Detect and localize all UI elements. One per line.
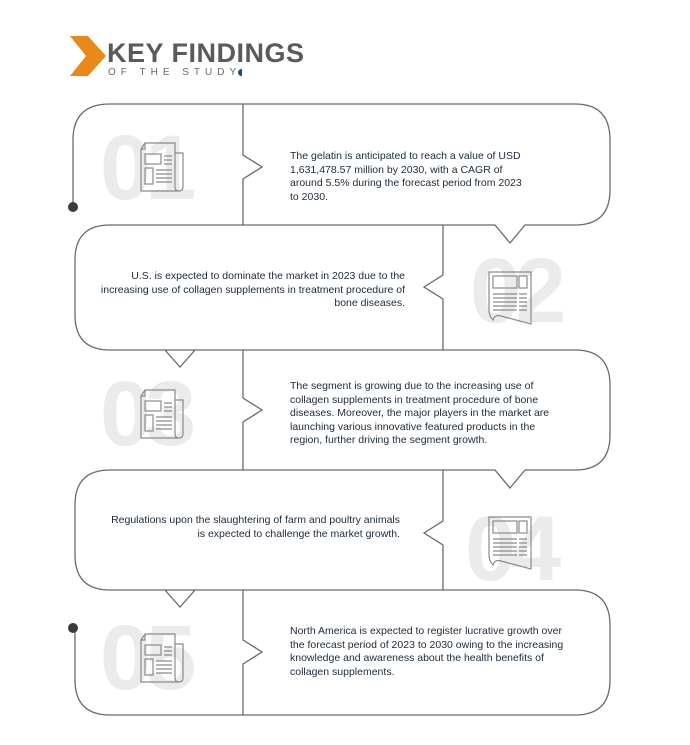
header-chevron-icon (70, 36, 106, 76)
page-subtitle: OF THE STUDY (108, 67, 243, 78)
dot-icon (238, 68, 243, 76)
finding-text-05: North America is expected to register lu… (290, 625, 564, 678)
finding-text-01: The gelatin is anticipated to reach a va… (290, 150, 522, 203)
finding-text-03: The segment is growing due to the increa… (290, 380, 550, 446)
page-title: KEY FINDINGS (107, 38, 305, 68)
finding-number-05: 05 (100, 607, 196, 709)
timeline-start-dot (68, 202, 78, 212)
newspaper-icon (140, 389, 184, 439)
newspaper-icon (140, 633, 184, 683)
finding-number-04: 04 (465, 498, 561, 600)
newspaper-icon (488, 271, 532, 325)
newspaper-icon (140, 142, 184, 192)
finding-text-02: U.S. is expected to dominate the market … (100, 270, 405, 309)
newspaper-icon (488, 516, 532, 570)
finding-text-04: Regulations upon the slaughtering of far… (111, 514, 400, 540)
timeline-end-dot (68, 623, 78, 633)
finding-number-02: 02 (470, 240, 566, 342)
finding-number-03: 03 (100, 363, 196, 465)
page-subtitle-text: OF THE STUDY (108, 67, 242, 78)
